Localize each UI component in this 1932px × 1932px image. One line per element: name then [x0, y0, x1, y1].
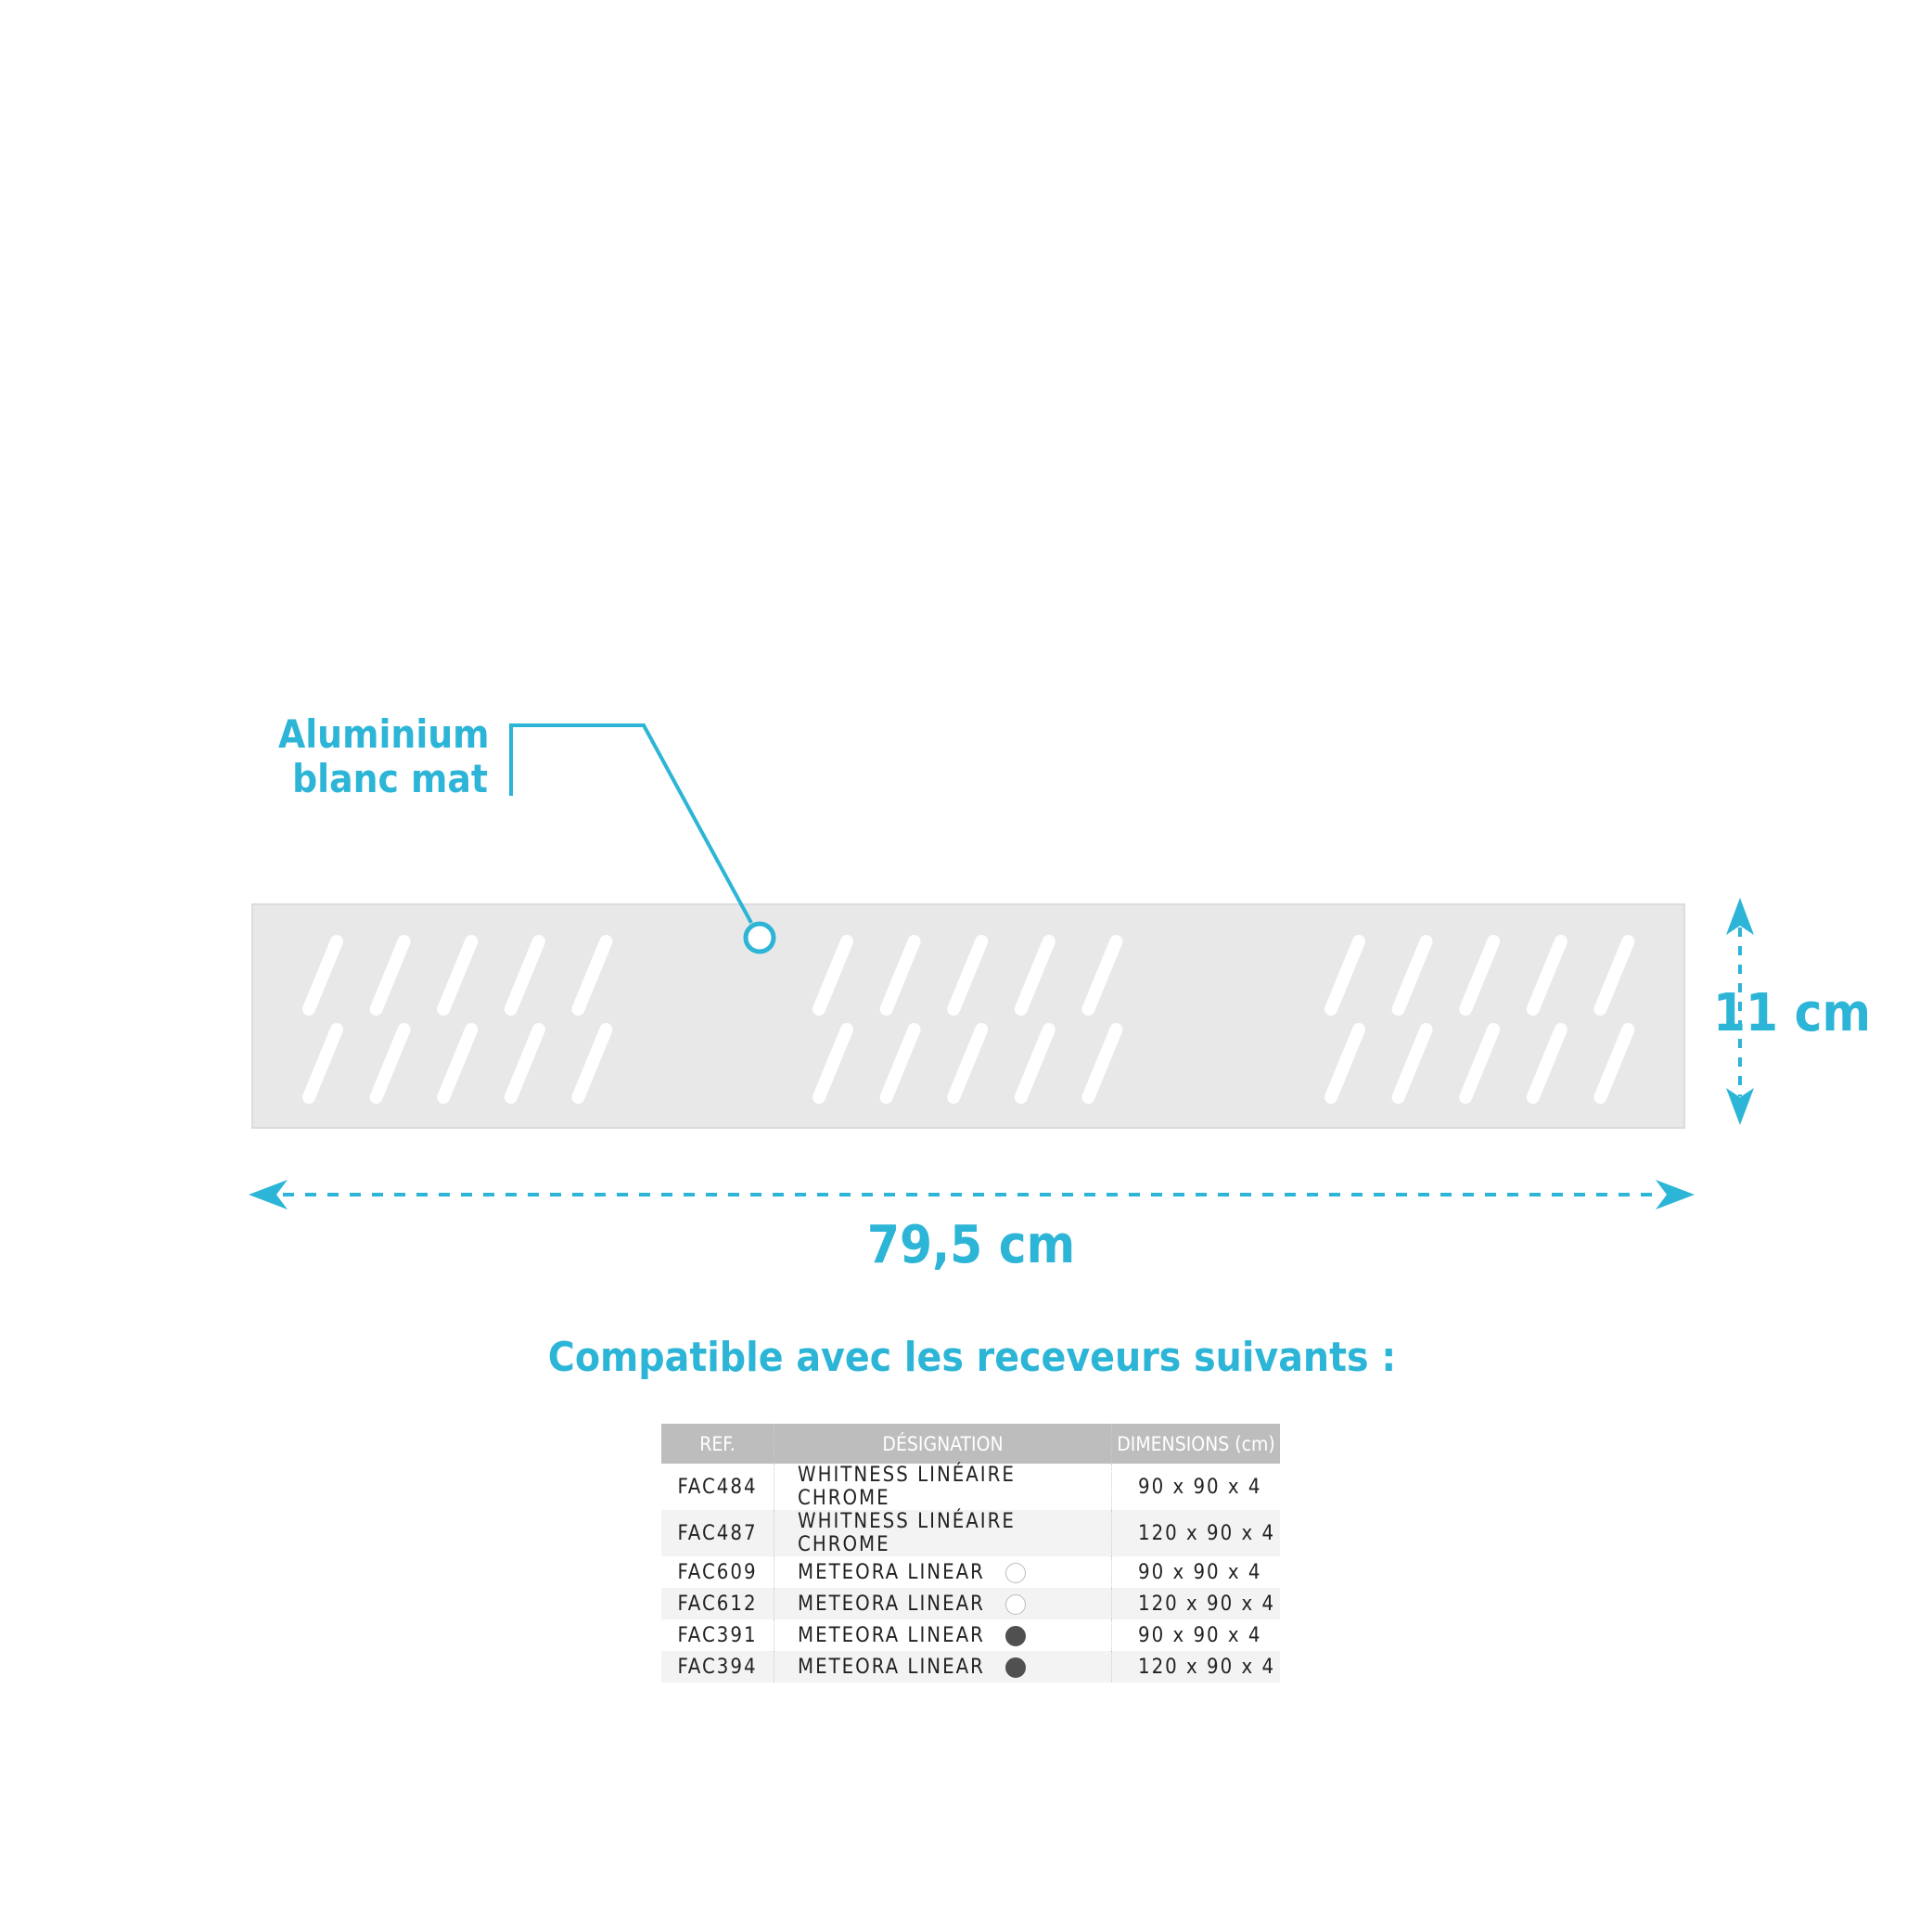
- drain-slot: [302, 1023, 343, 1104]
- cell-dimensions: 120 x 90 x 4: [1111, 1588, 1280, 1619]
- drain-slot: [1593, 935, 1635, 1016]
- callout-leader-line: [509, 723, 753, 924]
- drain-slot: [437, 935, 479, 1016]
- compatibility-title: Compatible avec les receveurs suivants :: [547, 1334, 1397, 1381]
- drain-slot: [1459, 1023, 1501, 1104]
- drain-slot: [369, 1023, 411, 1104]
- drain-slot: [437, 1023, 479, 1104]
- cell-dimensions: 120 x 90 x 4: [1111, 1651, 1280, 1683]
- drain-slot: [504, 1023, 545, 1104]
- drain-slot: [879, 1023, 921, 1104]
- cell-ref: FAC484: [661, 1464, 774, 1510]
- header-dimensions: DIMENSIONS (cm): [1111, 1424, 1280, 1464]
- drain-slot: [1014, 935, 1056, 1016]
- table-row: FAC612 METEORA LINEAR 120 x 90 x 4: [661, 1588, 1280, 1619]
- drain-slot: [812, 1023, 853, 1104]
- white-color-swatch: [1004, 1593, 1026, 1615]
- designation-text: METEORA LINEAR: [798, 1623, 985, 1647]
- drain-slot: [1459, 935, 1501, 1016]
- table-row: FAC609 METEORA LINEAR 90 x 90 x 4: [661, 1556, 1280, 1588]
- cell-designation: METEORA LINEAR: [774, 1651, 1112, 1683]
- material-label-line-2: blanc mat: [292, 756, 488, 801]
- cell-dimensions: 90 x 90 x 4: [1138, 1623, 1262, 1647]
- designation-text: METEORA LINEAR: [798, 1592, 985, 1616]
- table-row: FAC391 METEORA LINEAR 90 x 90 x 4: [661, 1619, 1280, 1651]
- designation-text: WHITNESS LINÉAIRE CHROME: [798, 1464, 1016, 1510]
- cell-dimensions: 120 x 90 x 4: [1111, 1510, 1280, 1556]
- table-header: REF. DÉSIGNATION DIMENSIONS (cm): [661, 1424, 1280, 1464]
- drain-cover-panel: [251, 903, 1685, 1129]
- cell-dimensions: 90 x 90 x 4: [1138, 1475, 1262, 1499]
- drain-slot: [1593, 1023, 1635, 1104]
- width-dimension-arrow: [249, 1180, 1695, 1209]
- drain-slot: [571, 1023, 613, 1104]
- material-label: Aluminium blanc mat: [278, 711, 490, 801]
- table-row: FAC484 WHITNESS LINÉAIRE CHROME 90 x 90 …: [661, 1464, 1280, 1510]
- cell-designation: METEORA LINEAR: [774, 1588, 1112, 1619]
- cell-designation: WHITNESS LINÉAIRE CHROME: [774, 1510, 1112, 1556]
- header-ref: REF.: [661, 1424, 774, 1464]
- drain-slot: [369, 935, 411, 1016]
- drain-slot: [1526, 935, 1567, 1016]
- slot-pattern: [302, 935, 1635, 1104]
- drain-slot: [1324, 1023, 1365, 1104]
- drain-slot: [1526, 1023, 1567, 1104]
- cell-designation: WHITNESS LINÉAIRE CHROME: [774, 1464, 1112, 1510]
- drain-slot: [1081, 935, 1123, 1016]
- cell-ref: FAC609: [661, 1556, 774, 1588]
- drain-slot: [1324, 935, 1365, 1016]
- height-dimension-arrow: [1726, 898, 1754, 1125]
- designation-text: METEORA LINEAR: [798, 1560, 985, 1584]
- dark-color-swatch: [1004, 1657, 1026, 1678]
- cell-ref: FAC487: [661, 1510, 774, 1556]
- material-label-line-1: Aluminium: [278, 711, 490, 757]
- drain-slot: [504, 935, 545, 1016]
- drain-slot: [1391, 1023, 1433, 1104]
- drain-slot: [947, 935, 989, 1016]
- compatibility-table: REF. DÉSIGNATION DIMENSIONS (cm) FAC484 …: [661, 1424, 1280, 1683]
- drain-slot: [1081, 1023, 1123, 1104]
- width-dimension-label: 79,5 cm: [866, 1215, 1076, 1275]
- drain-slot: [812, 935, 853, 1016]
- callout-point: [743, 921, 776, 954]
- drain-slot: [1391, 935, 1433, 1016]
- cell-dimensions: 90 x 90 x 4: [1138, 1560, 1262, 1584]
- drain-slot: [302, 935, 343, 1016]
- drain-slot: [571, 935, 613, 1016]
- cell-ref: FAC394: [661, 1651, 774, 1683]
- table-row: FAC487 WHITNESS LINÉAIRE CHROME 120 x 90…: [661, 1510, 1280, 1556]
- cell-ref: FAC612: [661, 1588, 774, 1619]
- designation-text: METEORA LINEAR: [798, 1655, 985, 1679]
- designation-text: WHITNESS LINÉAIRE CHROME: [798, 1510, 1016, 1556]
- height-dimension-label: 11 cm: [1713, 983, 1871, 1043]
- drain-slot: [947, 1023, 989, 1104]
- white-color-swatch: [1004, 1562, 1026, 1583]
- header-designation: DÉSIGNATION: [774, 1424, 1112, 1464]
- table-row: FAC394 METEORA LINEAR 120 x 90 x 4: [661, 1651, 1280, 1683]
- drain-slot: [1014, 1023, 1056, 1104]
- cell-ref: FAC391: [661, 1619, 774, 1651]
- drain-slot: [879, 935, 921, 1016]
- cell-designation: METEORA LINEAR: [774, 1619, 1112, 1651]
- cell-designation: METEORA LINEAR: [774, 1556, 1112, 1588]
- dark-color-swatch: [1004, 1625, 1026, 1646]
